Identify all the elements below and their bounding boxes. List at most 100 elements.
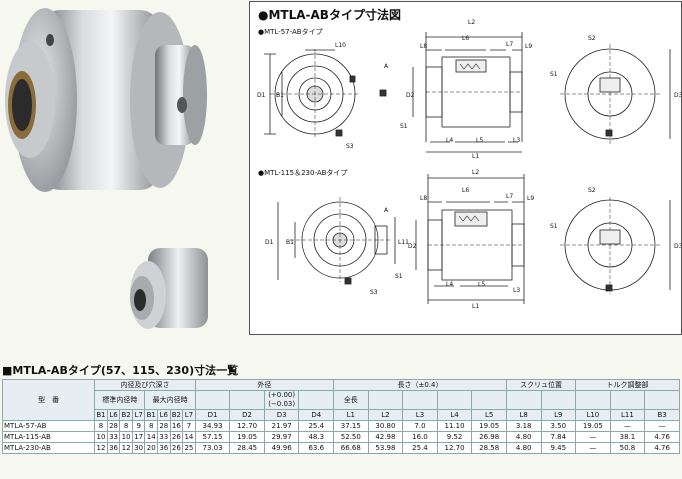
value-cell: 9.45 <box>540 442 577 454</box>
model-cell: MTLA-57-AB <box>1 420 96 432</box>
value-cell: 12.70 <box>436 442 473 454</box>
header-total-length: 全長 <box>333 390 369 410</box>
label-L7: L7 <box>506 41 513 48</box>
drawing-subtitle-115-230: ●MTL-115＆230-ABタイプ <box>258 169 348 177</box>
col-code: D2 <box>229 409 265 421</box>
value-cell: 48.3 <box>298 431 335 443</box>
drawing-subtitle-57: ●MTL-57-ABタイプ <box>258 28 323 36</box>
value-cell: — <box>644 420 680 432</box>
label-L11: L11 <box>398 239 409 246</box>
label-L1: L1 <box>472 153 479 160</box>
value-cell: 49.96 <box>263 442 300 454</box>
value-cell: 34.93 <box>194 420 231 432</box>
label-S3: S3 <box>346 143 354 150</box>
value-cell: 21.97 <box>263 420 300 432</box>
dimension-drawing: L10 A D1 B1 S1 S3 L2 L8 L6 L7 L9 D2 L4 L… <box>257 19 681 310</box>
label-L3-2: L3 <box>513 287 520 294</box>
header-torque: トルク調整部 <box>575 379 680 391</box>
value-cell: 3.50 <box>540 420 577 432</box>
value-cell: 19.05 <box>229 431 265 443</box>
large-coupling-photo <box>5 8 207 192</box>
label-S2: S2 <box>588 35 596 42</box>
value-cell: 7.0 <box>402 420 438 432</box>
label-S1-2: S1 <box>395 273 403 280</box>
column-codes-row: B1 L6 B2 L7 B1 L6 B2 L7 D1 D2 D3 D4 L1 L… <box>3 409 680 421</box>
value-cell: 7 <box>182 420 196 432</box>
value-cell: 19.05 <box>471 420 507 432</box>
value-cell: 33 <box>157 431 171 443</box>
col-code: D1 <box>194 409 231 421</box>
value-cell: 28.58 <box>471 442 507 454</box>
value-cell: 25 <box>182 442 196 454</box>
value-cell: 12 <box>119 442 133 454</box>
label-L7-2: L7 <box>506 193 513 200</box>
end-view-115 <box>560 197 671 294</box>
header-std-bore: 標準内径時 <box>94 390 146 410</box>
header-od: 外径 <box>194 379 335 391</box>
col-code: B2 <box>119 409 133 421</box>
label-D3-2: D3 <box>674 243 681 250</box>
value-cell: 4.76 <box>644 442 680 454</box>
label-L6: L6 <box>462 35 469 42</box>
value-cell: 53.98 <box>367 442 404 454</box>
model-cell: MTLA-230-AB <box>1 442 96 454</box>
value-cell: 25.4 <box>402 442 438 454</box>
value-cell: 33 <box>106 431 121 443</box>
label-A: A <box>384 63 389 70</box>
value-cell: 16.0 <box>402 431 438 443</box>
value-cell: 12 <box>94 442 108 454</box>
label-L9-2: L9 <box>527 195 534 202</box>
col-code: B1 <box>144 409 159 421</box>
col-code: D3 <box>263 409 300 421</box>
label-A-2: A <box>384 207 389 214</box>
value-cell: 37.15 <box>333 420 369 432</box>
dimension-drawing-panel: ●MTLA-ABタイプ寸法図 ●MTL-57-ABタイプ ●MTL-115＆23… <box>249 1 682 335</box>
col-code: L3 <box>402 409 438 421</box>
label-S1-end: S1 <box>550 71 558 78</box>
value-cell: 16 <box>169 420 184 432</box>
dimension-table: 型 番 内径及び穴深さ 外径 長さ（±0.4） スクリュ位置 トルク調整部 標準… <box>1 379 680 454</box>
col-code: L6 <box>157 409 171 421</box>
value-cell: 26 <box>169 431 184 443</box>
label-S2-2: S2 <box>588 187 596 194</box>
header-tolerance: (+0.00)(−0.03) <box>263 390 300 410</box>
value-cell: 7.84 <box>540 431 577 443</box>
value-cell: 17 <box>131 431 146 443</box>
label-L6-2: L6 <box>462 187 469 194</box>
header-bore: 内径及び穴深さ <box>94 379 196 391</box>
value-cell: 63.6 <box>298 442 335 454</box>
col-code: L2 <box>367 409 404 421</box>
label-B1-2: B1 <box>286 239 294 246</box>
value-cell: 3.18 <box>505 420 542 432</box>
value-cell: 30 <box>131 442 146 454</box>
value-cell: 10 <box>94 431 108 443</box>
label-L4-2: L4 <box>446 281 453 288</box>
col-code: L4 <box>436 409 473 421</box>
small-coupling-photo <box>130 248 208 329</box>
value-cell: 4.80 <box>505 442 542 454</box>
value-cell: 25.4 <box>298 420 335 432</box>
col-code: L11 <box>609 409 646 421</box>
label-L8: L8 <box>420 43 427 50</box>
label-L2: L2 <box>468 19 475 26</box>
value-cell: 28.45 <box>229 442 265 454</box>
label-B1: B1 <box>276 92 284 99</box>
label-D3: D3 <box>674 92 681 99</box>
value-cell: 10 <box>119 431 133 443</box>
label-S3-2: S3 <box>370 289 378 296</box>
col-code: B3 <box>644 409 680 421</box>
col-code: L1 <box>333 409 369 421</box>
value-cell: 73.03 <box>194 442 231 454</box>
value-cell: 26.98 <box>471 431 507 443</box>
label-L2-2: L2 <box>472 169 479 176</box>
col-code: L10 <box>575 409 611 421</box>
label-L1-2: L1 <box>472 303 479 310</box>
front-view-115 <box>277 197 396 285</box>
front-view-57 <box>264 49 387 139</box>
label-L9: L9 <box>525 43 532 50</box>
col-code: L6 <box>106 409 121 421</box>
label-L5-2: L5 <box>478 281 485 288</box>
